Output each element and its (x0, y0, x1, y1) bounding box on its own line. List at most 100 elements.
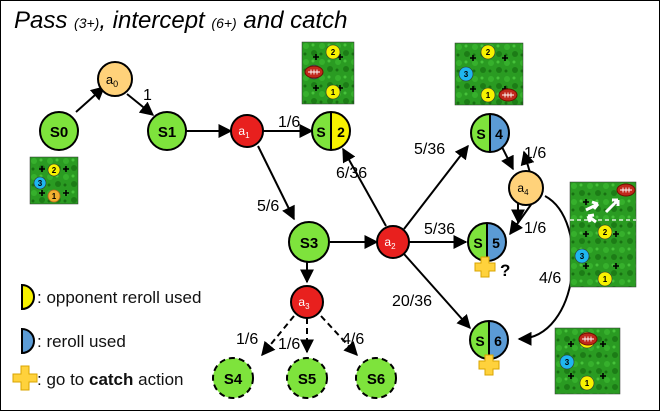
node-a4: a4 (508, 170, 544, 206)
node-s0: S0 (39, 111, 79, 151)
node-a1: a1 (230, 114, 264, 148)
node-a0-label: a0 (106, 72, 118, 89)
player-number: 1 (486, 91, 491, 100)
node-s3: S3 (288, 221, 330, 263)
player-number: 3 (565, 358, 570, 367)
pitch-thumbnail-s0: 2 3 1 (29, 156, 79, 205)
node-s2-left: S (316, 124, 325, 140)
plus-icon (478, 354, 500, 376)
player-number: 3 (464, 70, 469, 79)
edge-a3-s4 (261, 315, 295, 357)
label-a2-sr6: 20/36 (392, 293, 432, 310)
node-a3: a3 (290, 285, 324, 319)
pitch-thumbnail-s4: 2 3 1 (454, 42, 524, 106)
player-token (579, 375, 595, 391)
node-a2-label: a2 (384, 235, 396, 251)
node-s2: S 2 (311, 111, 351, 151)
node-s5: S5 (286, 357, 328, 399)
edge-a2-sr6 (403, 253, 471, 330)
player-number: 2 (331, 48, 336, 57)
label-a3-s5: 1/6 (278, 336, 300, 353)
label-a1-s3: 5/6 (257, 198, 279, 215)
edge-a0-s1 (126, 93, 155, 116)
node-s1-label: S1 (158, 124, 176, 141)
label-a4-sr6: 4/6 (539, 270, 561, 287)
player-token (325, 44, 341, 60)
player-number: 3 (38, 179, 43, 188)
node-a4-label: a4 (517, 181, 529, 197)
node-reroll-6-right: 6 (494, 333, 502, 349)
node-a3-label: a3 (298, 295, 310, 311)
legend: : opponent reroll used : reroll used : g… (12, 283, 201, 391)
football-icon (578, 332, 598, 346)
edge-a2-sr4 (403, 144, 469, 230)
node-a2: a2 (376, 225, 410, 259)
plus-icon (474, 256, 496, 278)
node-s5-label: S5 (298, 371, 316, 388)
player-token (458, 66, 474, 82)
player-number: 3 (580, 252, 585, 261)
label-a3-s6: 4/6 (342, 331, 364, 348)
player-token (325, 84, 341, 100)
node-s6-label: S6 (367, 371, 385, 388)
player-number: 1 (603, 275, 608, 284)
node-reroll-6-left: S (475, 333, 484, 349)
label-a4-sr5: 1/6 (524, 220, 546, 237)
edge-s0-a0 (75, 86, 106, 113)
legend-reroll-text: : reroll used (37, 332, 126, 351)
node-s1: S1 (147, 111, 187, 151)
pitch-thumbnail-s6: 3 1 (554, 327, 621, 395)
legend-reroll: : reroll used (21, 327, 126, 355)
label-a2-sr5: 5/36 (424, 221, 455, 238)
football-icon (498, 88, 518, 102)
legend-goto-catch: : go to catch action (12, 365, 184, 391)
player-number: 2 (486, 48, 491, 57)
legend-opponent-reroll-text: : opponent reroll used (37, 288, 201, 307)
node-s2-right: 2 (337, 124, 345, 140)
edge-a1-s3 (257, 145, 295, 221)
node-s6: S6 (355, 357, 397, 399)
football-icon (616, 183, 636, 197)
node-reroll-4-right: 4 (495, 126, 503, 142)
label-a2-s2: 6/36 (336, 165, 367, 182)
node-reroll-5-right: 5 (492, 235, 500, 251)
node-s0-label: S0 (50, 124, 68, 141)
label-a3-s4: 1/6 (236, 331, 258, 348)
label-a0-s1: 1 (143, 87, 152, 104)
movement-arrow-icon (585, 198, 620, 224)
node-reroll-4-left: S (476, 126, 485, 142)
plus-icon (12, 365, 38, 391)
node-s4-label: S4 (224, 371, 243, 388)
player-token (574, 248, 590, 264)
node-reroll-6: S 6 (469, 320, 509, 360)
node-s4: S4 (212, 357, 254, 399)
player-token (47, 163, 61, 177)
player-token (47, 189, 61, 203)
node-a0: a0 (97, 61, 133, 97)
football-icon (304, 65, 324, 79)
player-number: 1 (331, 88, 336, 97)
player-number: 1 (585, 379, 590, 388)
node-reroll-4: S 4 (470, 113, 510, 153)
node-reroll-5-left: S (473, 235, 482, 251)
player-token (480, 87, 496, 103)
player-number: 2 (603, 228, 608, 237)
legend-goto-text: : go to catch action (37, 370, 184, 389)
pitch-thumbnail-a4: 2 3 1 (569, 181, 637, 288)
question-mark: ? (500, 261, 510, 280)
label-a2-sr4: 5/36 (414, 141, 445, 158)
legend-opponent-reroll: : opponent reroll used (21, 283, 201, 311)
label-a1-s2: 1/6 (278, 114, 300, 131)
node-s3-label: S3 (300, 235, 318, 252)
player-token (597, 224, 613, 240)
player-token (480, 44, 496, 60)
player-token (597, 271, 613, 287)
node-reroll-5: S 5 (467, 222, 507, 262)
player-number: 2 (52, 166, 57, 175)
label-a4-sr4: 1/6 (524, 145, 546, 162)
edge-a2-s2 (342, 147, 387, 227)
player-number: 1 (52, 192, 57, 201)
player-token (33, 176, 47, 190)
